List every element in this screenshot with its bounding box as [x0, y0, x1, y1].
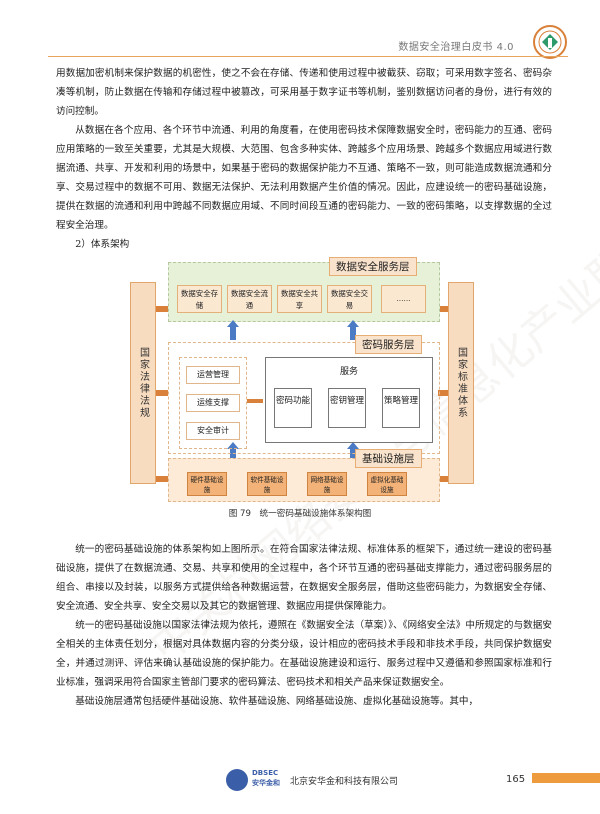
service-more: ...... [381, 285, 426, 313]
function-box: 密钥管理 [328, 388, 366, 428]
figure-caption: 图 79 统一密码基础设施体系架构图 [228, 509, 372, 519]
page-footer: DBSEC 安华金和 北京安华金和科技有限公司 165 [0, 765, 600, 795]
infra-cell: 虚拟化基础设施 [367, 472, 407, 496]
logo-subname: 安华金和 [252, 779, 280, 787]
data-security-service-layer: 数据安全服务层 数据安全存储 数据安全流通 数据安全共享 数据安全交易 ....… [168, 257, 440, 322]
arrow [438, 390, 448, 396]
infrastructure-layer: 基础设施层 硬件基础设施 软件基础设施 网络基础设施 虚拟化基础设施 [168, 449, 440, 502]
infra-cell: 网络基础设施 [307, 472, 347, 496]
company-name: 北京安华金和科技有限公司 [290, 777, 399, 787]
management-group: 运营管理 运维支撑 安全审计 [179, 357, 247, 449]
top-text: 用数据加密机制来保护数据的机密性，使之不会在存储、传递和使用过程中被截获、窃取；… [56, 64, 552, 254]
arrow [156, 390, 168, 396]
arrow-up-icon [347, 442, 359, 462]
seal-logo-icon [533, 25, 567, 59]
paragraph: 统一的密码基础设施的体系架构如上图所示。在符合国家法律法规、标准体系的框架下，通… [56, 544, 552, 612]
arrow-up-icon [227, 442, 239, 462]
architecture-diagram: 国家法律法规 国家标准体系 数据安全服务层 数据安全存储 数据安全流通 数据安全… [130, 257, 476, 502]
function-box: 密码功能 [274, 388, 312, 428]
management-item: 运营管理 [186, 366, 240, 384]
service-cell: 数据安全流通 [227, 285, 272, 313]
bottom-text: 统一的密码基础设施的体系架构如上图所示。在符合国家法律法规、标准体系的框架下，通… [56, 540, 552, 711]
right-pillar: 国家标准体系 [448, 282, 474, 484]
arrow [438, 306, 448, 312]
management-item: 安全审计 [186, 422, 240, 440]
paragraph: 统一的密码基础设施以国家法律法规为依托，遵照在《数据安全法（草案）》、《网络安全… [56, 620, 552, 688]
crypto-service-layer: 密码服务层 运营管理 运维支撑 安全审计 服务 密码功能 密钥管理 策略管理 [168, 335, 440, 454]
logo-text: DBSEC 安华金和 [252, 768, 280, 788]
paragraph: 基础设施层通常包括硬件基础设施、软件基础设施、网络基础设施、虚拟化基础设施等。其… [75, 696, 479, 707]
layer-title: 数据安全服务层 [329, 257, 417, 276]
page-number: 165 [506, 774, 526, 785]
arrow [156, 476, 168, 482]
header-title: 数据安全治理白皮书 4.0 [398, 42, 514, 53]
service-label: 服务 [339, 367, 358, 377]
logo-name: DBSEC [252, 769, 279, 777]
paragraph: 用数据加密机制来保护数据的机密性，使之不会在存储、传递和使用过程中被截获、窃取；… [56, 68, 552, 117]
service-cell: 数据安全交易 [327, 285, 372, 313]
arrow [438, 476, 448, 482]
paragraph: 从数据在各个应用、各个环节中流通、利用的角度看，在使用密码技术保障数据安全时，密… [56, 125, 552, 231]
section-heading: 2）体系架构 [75, 239, 130, 250]
arrow-up-icon [347, 320, 359, 340]
arrow [156, 306, 168, 312]
service-cell: 数据安全共享 [277, 285, 322, 313]
left-pillar: 国家法律法规 [130, 282, 156, 484]
arrow-up-icon [227, 320, 239, 340]
layer-title: 基础设施层 [355, 449, 422, 468]
header-rule [48, 56, 568, 57]
infra-cell: 软件基础设施 [247, 472, 287, 496]
service-box: 服务 密码功能 密钥管理 策略管理 [265, 357, 433, 443]
function-box: 策略管理 [382, 388, 420, 428]
page-header: 数据安全治理白皮书 4.0 [0, 0, 600, 60]
company-logo-icon [226, 769, 248, 791]
arrow [247, 399, 263, 403]
service-cell: 数据安全存储 [177, 285, 222, 313]
layer-title: 密码服务层 [355, 335, 422, 354]
footer-bar [532, 773, 600, 783]
infra-cell: 硬件基础设施 [187, 472, 227, 496]
management-item: 运维支撑 [186, 394, 240, 412]
